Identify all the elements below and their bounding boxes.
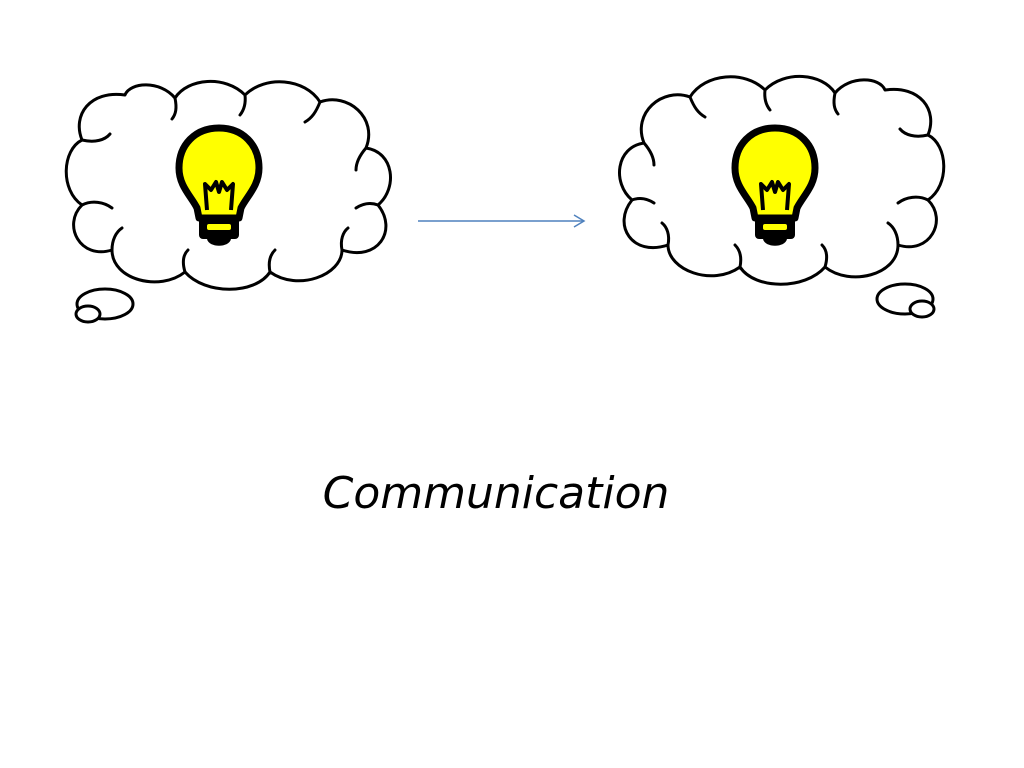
communication-arrow bbox=[418, 214, 586, 228]
slide-caption: Communication bbox=[322, 468, 670, 519]
